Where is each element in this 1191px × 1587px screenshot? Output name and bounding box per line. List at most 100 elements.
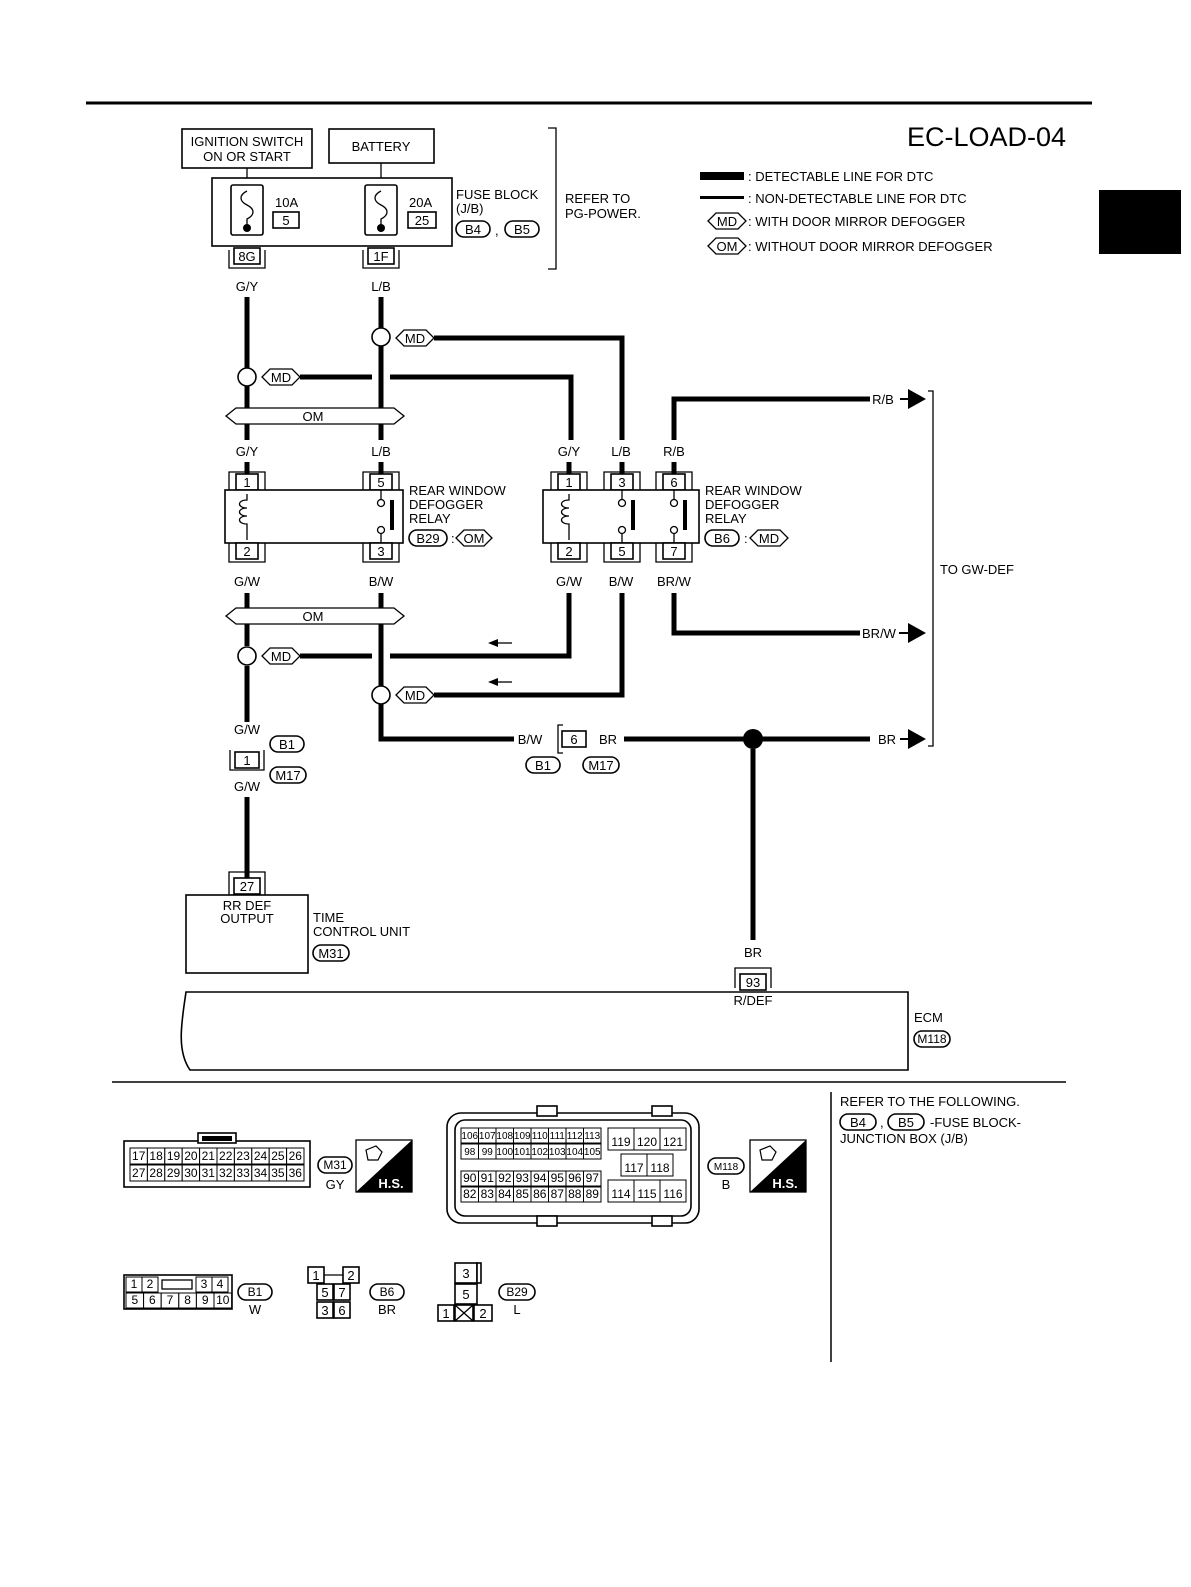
svg-text:17: 17 [132,1149,146,1163]
wire-label-brw-out: BR/W [862,626,897,641]
b1-pin-3: 3 [195,1276,213,1293]
svg-text:19: 19 [167,1149,181,1163]
svg-text:7: 7 [167,1293,174,1307]
legend-thick-line [700,172,744,180]
connector-b29-face: 3 5 1 2 [437,1262,493,1322]
b1-pin-5: 5 [125,1292,145,1309]
joint-left-conn-b1: B1 [269,735,305,753]
svg-text:1F: 1F [373,249,388,264]
splice-br-joint [743,729,763,749]
m31-pin-25: 25 [268,1147,288,1165]
wire-label-brw-r2: BR/W [657,574,692,589]
svg-text:MD: MD [271,370,291,385]
m118-pin-104: 104 [565,1143,584,1160]
m118-pin-92: 92 [495,1170,514,1187]
tcu-conn-m31: M31 [312,944,350,962]
svg-text:26: 26 [289,1149,303,1163]
relay-b29-variant-tag: OM [455,529,493,547]
m31-pin-30: 30 [181,1164,201,1182]
svg-text:OM: OM [717,239,738,254]
m118-pin-96: 96 [565,1170,584,1187]
svg-text:31: 31 [202,1166,216,1180]
m118-pin-94: 94 [530,1170,549,1187]
m118-pin-117: 117 [620,1153,648,1177]
svg-text:106: 106 [461,1131,478,1142]
refer-following-title: REFER TO THE FOLLOWING. [840,1094,1020,1109]
m118-pin-93: 93 [513,1170,532,1187]
svg-text:5: 5 [321,1285,328,1300]
relay-b6-variant-tag: MD [749,529,789,547]
svg-text:9: 9 [202,1293,209,1307]
svg-text:6: 6 [149,1293,156,1307]
legend-md-text: : WITH DOOR MIRROR DEFOGGER [748,214,965,229]
connector-b6-color: BR [378,1302,396,1317]
fuse-block-conn-b5: B5 [504,220,540,238]
connector-m31-id: M31 [317,1156,353,1174]
connector-b1-color: W [249,1302,262,1317]
svg-text:93: 93 [516,1171,530,1185]
relay-b29-coil-icon [238,494,248,540]
b1-pin-4: 4 [211,1276,229,1293]
svg-text:20: 20 [184,1149,198,1163]
relay-b29-label-1: REAR WINDOW [409,483,507,498]
relay-b6-coil-icon [560,494,570,540]
svg-text:M17: M17 [275,768,300,783]
svg-text:85: 85 [516,1187,530,1201]
om-bar-top: OM [224,407,406,425]
wire-label-lb-top: L/B [371,279,391,294]
wire-label-rb-out: R/B [872,392,894,407]
svg-text:90: 90 [463,1171,477,1185]
svg-text:23: 23 [236,1149,250,1163]
svg-text:113: 113 [584,1131,600,1142]
svg-text:B5: B5 [514,222,530,237]
svg-text:110: 110 [532,1131,548,1142]
svg-text:121: 121 [663,1135,683,1149]
svg-text:88: 88 [568,1187,582,1201]
m118-pin-115: 115 [633,1179,661,1203]
legend-non-detectable: : NON-DETECTABLE LINE FOR DTC [748,191,967,206]
svg-text:21: 21 [202,1149,216,1163]
joint-conn-m17: M17 [582,756,620,774]
svg-text:101: 101 [514,1147,531,1158]
m118-pin-107: 107 [478,1127,497,1144]
relay-b29-conn: B29 [408,529,448,547]
m118-pin-86: 86 [530,1186,549,1203]
page-code: EC-LOAD-04 [907,122,1066,152]
svg-text:84: 84 [498,1187,512,1201]
fuse-block-label: FUSE BLOCK [456,187,539,202]
arrow-rb-icon [908,389,926,409]
m118-pin-113: 113 [583,1127,602,1144]
svg-text:1: 1 [442,1306,449,1321]
b1-lock-slot [161,1279,193,1290]
m118-pin-110: 110 [530,1127,549,1144]
svg-text:25: 25 [415,213,429,228]
svg-text:83: 83 [481,1187,495,1201]
m118-pin-121: 121 [659,1127,687,1151]
svg-text:1: 1 [243,753,250,768]
m31-pin-23: 23 [233,1147,253,1165]
om-bar-bottom: OM [224,607,406,625]
m118-pin-108: 108 [495,1127,514,1144]
svg-text:82: 82 [463,1187,477,1201]
md-tag-2: MD [261,368,301,386]
svg-text:32: 32 [219,1166,233,1180]
svg-text:1: 1 [565,475,572,490]
svg-text:OUTPUT: OUTPUT [220,911,274,926]
svg-text:H.S.: H.S. [772,1176,797,1191]
relay-b29-colon: : [451,531,455,546]
m118-pin-116: 116 [659,1179,687,1203]
fuse-block: 10A 5 20A 25 [211,177,453,247]
svg-text:RR DEF: RR DEF [223,898,271,913]
m31-pin-20: 20 [181,1147,201,1165]
svg-text:28: 28 [149,1166,163,1180]
md-tag-1: MD [395,329,435,347]
m118-pin-85: 85 [513,1186,532,1203]
m31-pin-22: 22 [216,1147,235,1165]
m118-pin-95: 95 [548,1170,567,1187]
arrow-brw-icon [908,623,926,643]
svg-text:89: 89 [586,1187,600,1201]
